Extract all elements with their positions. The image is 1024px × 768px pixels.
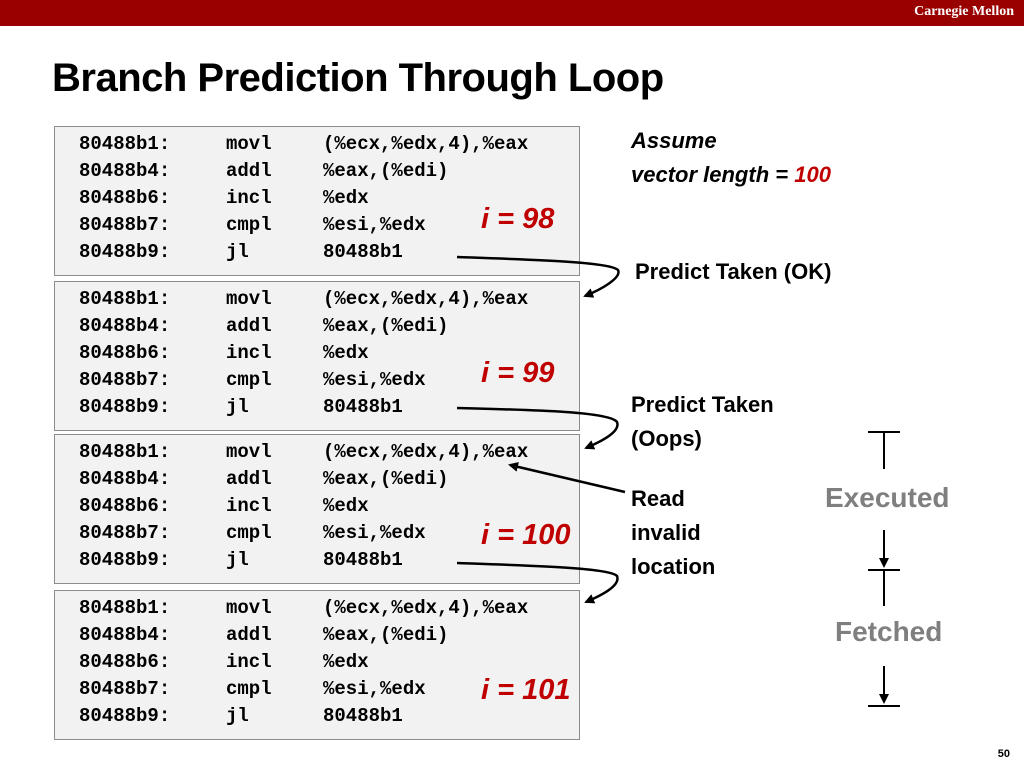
- code-arg: (%ecx,%edx,4),%eax: [323, 133, 529, 155]
- code-arg: %esi,%edx: [323, 522, 426, 544]
- code-op: addl: [226, 624, 272, 646]
- code-addr: 80488b9:: [79, 396, 171, 418]
- code-op: cmpl: [226, 678, 272, 700]
- branch-arrow-oops: [456, 406, 619, 450]
- code-block-i101: 80488b1: movl (%ecx,%edx,4),%eax 80488b4: a…: [54, 590, 580, 740]
- code-arg: %eax,(%edi): [323, 624, 449, 646]
- code-op: jl: [226, 396, 249, 418]
- code-op: jl: [226, 549, 249, 571]
- code-op: incl: [226, 651, 272, 673]
- code-op: movl: [226, 441, 272, 463]
- predict-taken-oops-note: Predict Taken (Oops): [631, 388, 774, 456]
- code-addr: 80488b1:: [79, 441, 171, 463]
- code-addr: 80488b7:: [79, 522, 171, 544]
- code-arg: %esi,%edx: [323, 369, 426, 391]
- code-addr: 80488b1:: [79, 133, 171, 155]
- code-arg: %eax,(%edi): [323, 468, 449, 490]
- branch-arrow-fetch: [456, 561, 619, 604]
- code-addr: 80488b6:: [79, 495, 171, 517]
- code-arg: %esi,%edx: [323, 214, 426, 236]
- iteration-label-99: i = 99: [481, 357, 555, 389]
- code-arg: %edx: [323, 495, 369, 517]
- code-op: incl: [226, 187, 272, 209]
- code-op: movl: [226, 288, 272, 310]
- code-op: cmpl: [226, 214, 272, 236]
- code-arg: 80488b1: [323, 241, 403, 263]
- iteration-label-101: i = 101: [481, 674, 571, 706]
- read-line: Read: [631, 486, 685, 511]
- iteration-label-98: i = 98: [481, 203, 555, 235]
- code-arg: (%ecx,%edx,4),%eax: [323, 597, 529, 619]
- code-addr: 80488b7:: [79, 214, 171, 236]
- read-invalid-arrow: [508, 461, 626, 494]
- code-op: addl: [226, 160, 272, 182]
- code-addr: 80488b6:: [79, 342, 171, 364]
- code-op: addl: [226, 315, 272, 337]
- predict-taken-ok-note: Predict Taken (OK): [635, 259, 832, 284]
- code-arg: (%ecx,%edx,4),%eax: [323, 288, 529, 310]
- code-addr: 80488b4:: [79, 468, 171, 490]
- code-block-i98: 80488b1: movl (%ecx,%edx,4),%eax 80488b4: a…: [54, 126, 580, 276]
- code-op: jl: [226, 705, 249, 727]
- code-addr: 80488b9:: [79, 549, 171, 571]
- code-arg: %esi,%edx: [323, 678, 426, 700]
- code-addr: 80488b1:: [79, 288, 171, 310]
- code-addr: 80488b9:: [79, 241, 171, 263]
- code-arg: %edx: [323, 187, 369, 209]
- oops-line: (Oops): [631, 426, 702, 451]
- vector-length-value: 100: [794, 162, 831, 187]
- slide-title: Branch Prediction Through Loop: [52, 56, 664, 100]
- assumption-line1: Assume: [631, 128, 717, 153]
- code-addr: 80488b6:: [79, 187, 171, 209]
- code-addr: 80488b9:: [79, 705, 171, 727]
- brand-label: Carnegie Mellon: [914, 4, 1014, 19]
- code-arg: (%ecx,%edx,4),%eax: [323, 441, 529, 463]
- code-op: incl: [226, 342, 272, 364]
- code-addr: 80488b4:: [79, 160, 171, 182]
- code-addr: 80488b7:: [79, 369, 171, 391]
- header-bar: Carnegie Mellon: [0, 0, 1024, 26]
- code-arg: %eax,(%edi): [323, 160, 449, 182]
- code-addr: 80488b4:: [79, 315, 171, 337]
- code-addr: 80488b4:: [79, 624, 171, 646]
- assumption-line2: vector length = 100: [631, 158, 831, 192]
- code-arg: 80488b1: [323, 549, 403, 571]
- iteration-label-100: i = 100: [481, 519, 571, 551]
- code-arg: 80488b1: [323, 705, 403, 727]
- code-addr: 80488b1:: [79, 597, 171, 619]
- read-invalid-location-note: Read invalid location: [631, 482, 715, 584]
- invalid-line: invalid: [631, 520, 701, 545]
- code-arg: 80488b1: [323, 396, 403, 418]
- fetched-label: Fetched: [835, 616, 943, 647]
- code-op: jl: [226, 241, 249, 263]
- code-op: addl: [226, 468, 272, 490]
- executed-bracket: [868, 431, 900, 571]
- page-number: 50: [997, 748, 1010, 760]
- code-addr: 80488b7:: [79, 678, 171, 700]
- code-op: incl: [226, 495, 272, 517]
- code-block-i100: 80488b1: movl (%ecx,%edx,4),%eax 80488b4: a…: [54, 434, 580, 584]
- code-arg: %edx: [323, 342, 369, 364]
- code-op: cmpl: [226, 522, 272, 544]
- code-op: movl: [226, 133, 272, 155]
- code-arg: %eax,(%edi): [323, 315, 449, 337]
- branch-arrow-ok: [456, 255, 620, 298]
- location-line: location: [631, 554, 716, 579]
- assumption-note: Assume vector length = 100: [631, 124, 831, 192]
- executed-label: Executed: [825, 482, 950, 513]
- code-op: cmpl: [226, 369, 272, 391]
- fetched-bracket: [868, 570, 900, 707]
- code-block-i99: 80488b1: movl (%ecx,%edx,4),%eax 80488b4: a…: [54, 281, 580, 431]
- assumption-prefix: vector length =: [631, 162, 795, 187]
- code-addr: 80488b6:: [79, 651, 171, 673]
- predict-taken-line: Predict Taken: [631, 392, 774, 417]
- code-op: movl: [226, 597, 272, 619]
- code-arg: %edx: [323, 651, 369, 673]
